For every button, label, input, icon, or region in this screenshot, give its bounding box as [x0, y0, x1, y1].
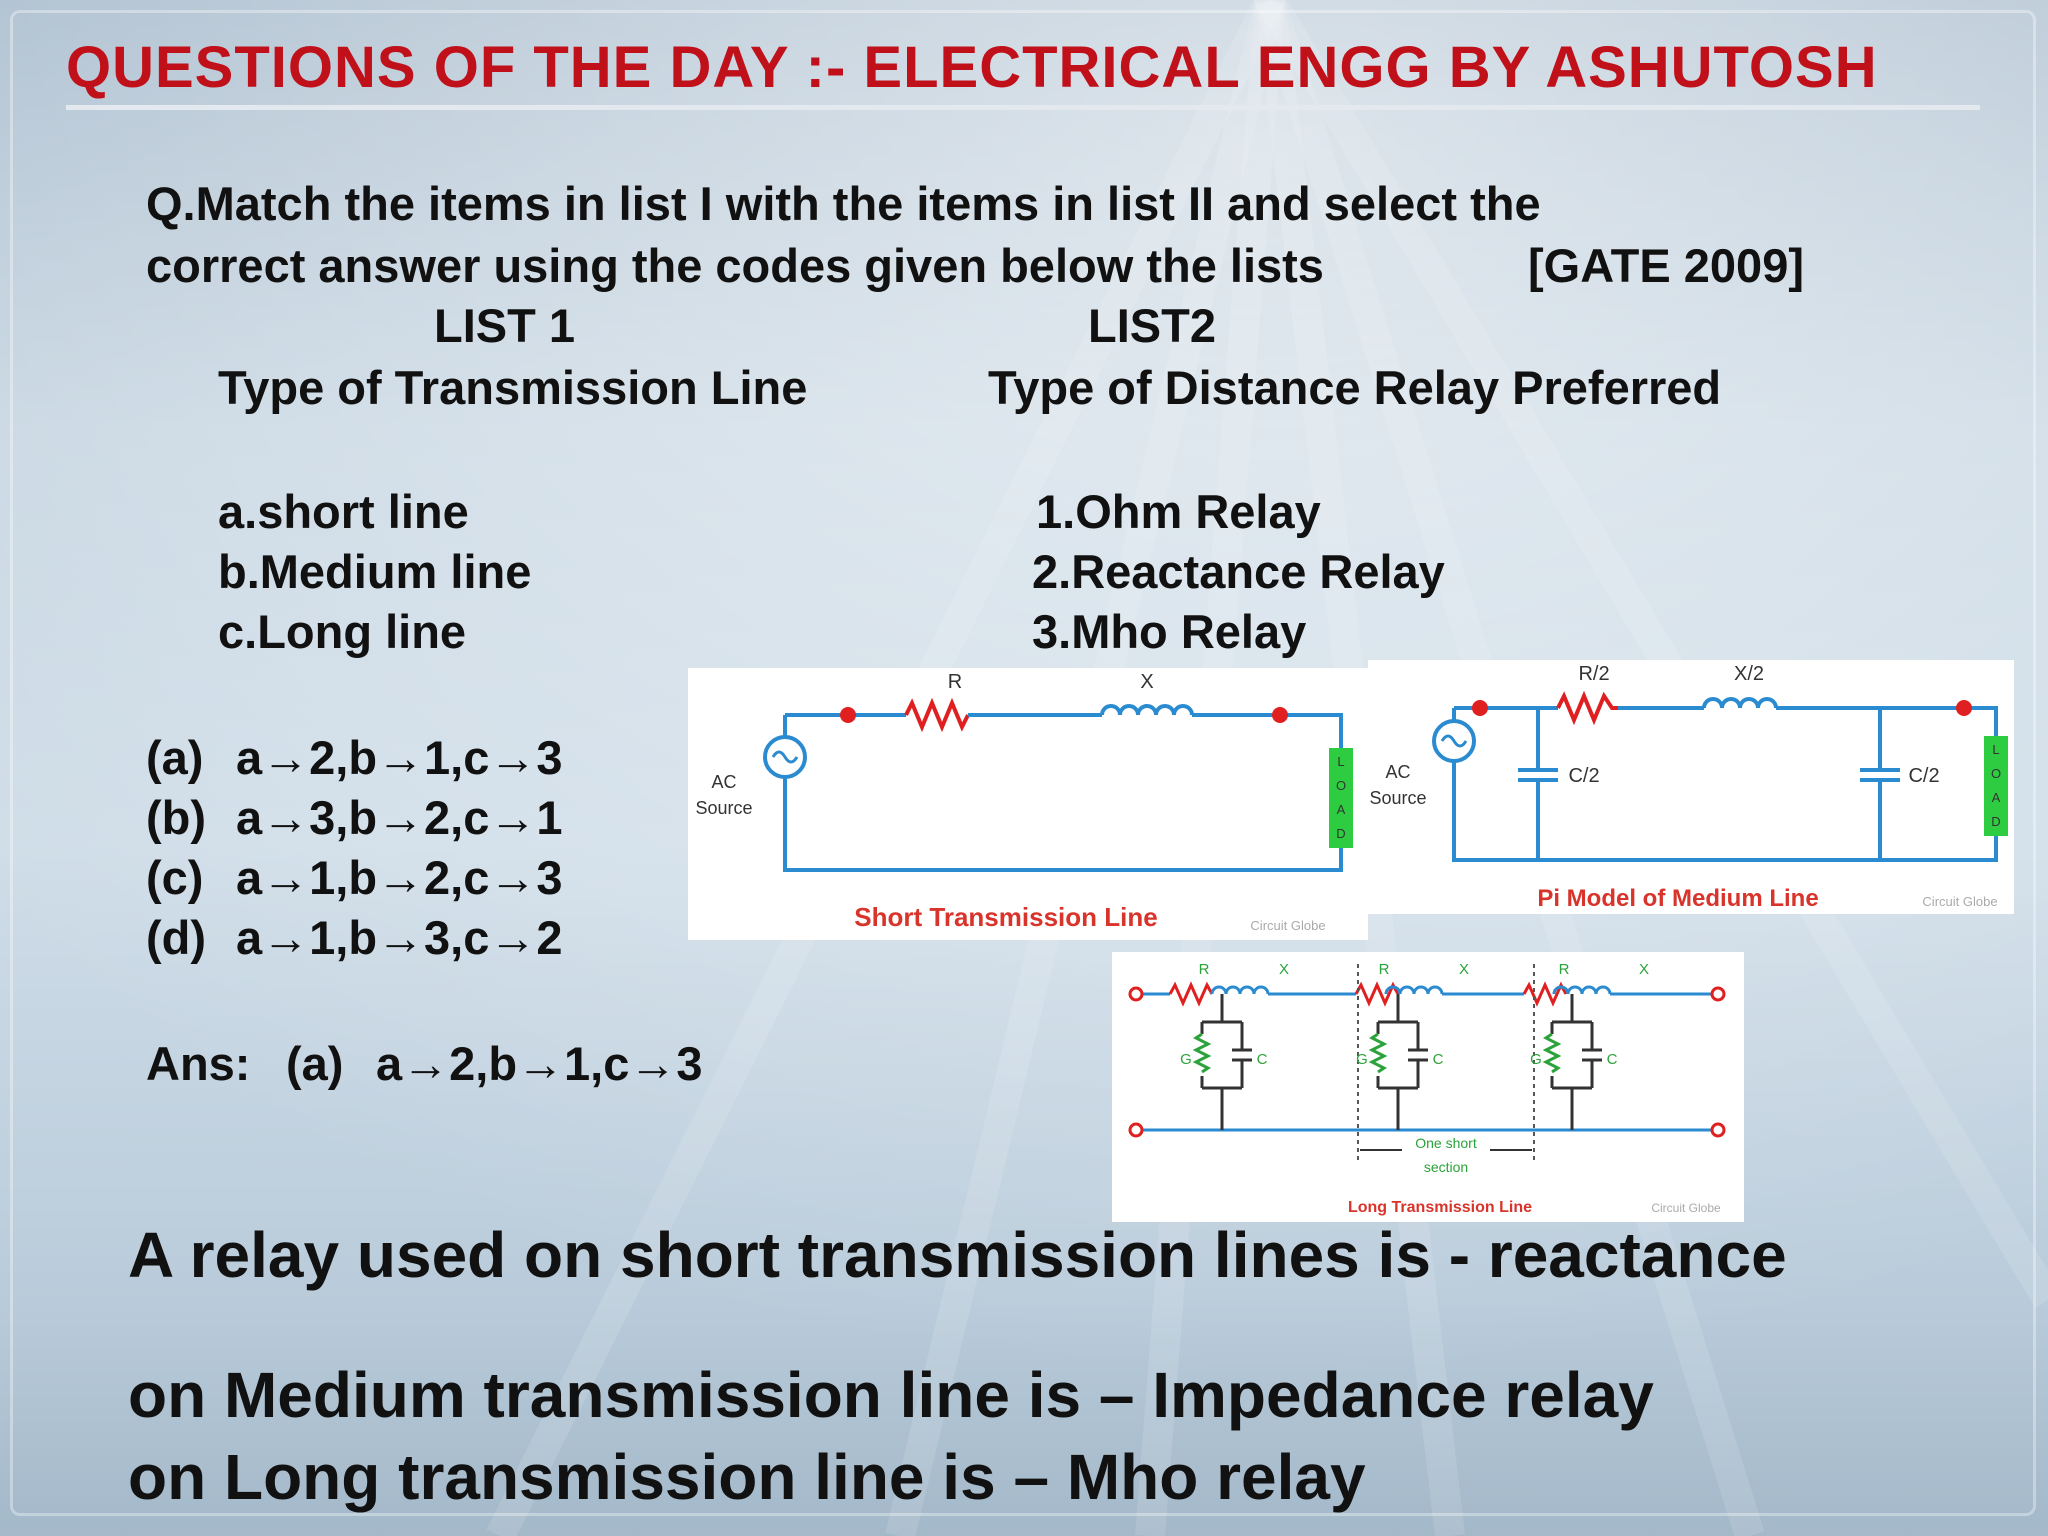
explanation-line: on Medium transmission line is – Impedan… — [128, 1359, 1654, 1431]
short-line-diagram: L O A D R X AC Source Short Transmission… — [688, 668, 1368, 940]
reactance-label: X — [1140, 671, 1153, 693]
resistor-label: R — [1559, 961, 1570, 978]
page-title: QUESTIONS OF THE DAY :- ELECTRICAL ENGG … — [66, 34, 1980, 110]
option-label: (b) — [146, 791, 207, 844]
resistor-label: R — [1199, 961, 1210, 978]
source-label: Source — [695, 798, 752, 818]
list1-heading: LIST 1 — [434, 299, 576, 352]
question-line-2: correct answer using the codes given bel… — [146, 239, 1324, 292]
option-text: a→3,b→2,c→1 — [236, 791, 563, 844]
svg-text:A: A — [1992, 790, 2001, 805]
list1-item: c.Long line — [218, 605, 467, 658]
question-line-1: Q.Match the items in list I with the ite… — [146, 177, 1541, 230]
conductance-label: G — [1180, 1051, 1192, 1068]
resistor-label: R — [948, 671, 962, 693]
answer-prefix: Ans: — [146, 1037, 251, 1090]
answer-label: (a) — [286, 1037, 344, 1090]
source-label: AC — [711, 772, 736, 792]
section-label: One short — [1415, 1135, 1477, 1151]
reactance-label: X/2 — [1734, 663, 1764, 685]
capacitor-label: C/2 — [1908, 765, 1939, 787]
svg-text:O: O — [1336, 778, 1346, 793]
answer-text: a→2,b→1,c→3 — [376, 1037, 703, 1090]
capacitance-label: C — [1257, 1051, 1268, 1068]
option-text: a→2,b→1,c→3 — [236, 731, 563, 784]
slide-frame — [10, 10, 2036, 1516]
diagram-credit: Circuit Globe — [1250, 918, 1325, 933]
capacitor-label: C/2 — [1568, 765, 1599, 787]
list1-subheading: Type of Transmission Line — [218, 361, 808, 414]
question-source: [GATE 2009] — [1528, 239, 1804, 292]
svg-text:L: L — [1337, 754, 1344, 769]
long-line-diagram: R X R X R X G C G C G C One short sectio… — [1112, 952, 1744, 1222]
svg-text:O: O — [1991, 766, 2001, 781]
option-text: a→1,b→2,c→3 — [236, 851, 563, 904]
svg-text:D: D — [1336, 826, 1345, 841]
conductance-label: G — [1530, 1051, 1542, 1068]
resistor-label: R — [1379, 961, 1390, 978]
source-label: AC — [1385, 762, 1410, 782]
medium-line-diagram: L O A D R/2 X/2 C/2 C/2 AC Source Pi Mod… — [1368, 660, 2014, 914]
diagram-caption: Long Transmission Line — [1348, 1199, 1532, 1216]
list1-item: b.Medium line — [218, 545, 532, 598]
section-label: section — [1424, 1159, 1468, 1175]
option-label: (c) — [146, 851, 204, 904]
list1-item: a.short line — [218, 485, 469, 538]
diagram-credit: Circuit Globe — [1922, 894, 1997, 909]
svg-text:A: A — [1337, 802, 1346, 817]
option-label: (d) — [146, 911, 207, 964]
source-label: Source — [1369, 788, 1426, 808]
reactance-label: X — [1639, 961, 1649, 978]
conductance-label: G — [1356, 1051, 1368, 1068]
capacitance-label: C — [1433, 1051, 1444, 1068]
capacitance-label: C — [1607, 1051, 1618, 1068]
resistor-label: R/2 — [1578, 663, 1609, 685]
reactance-label: X — [1459, 961, 1469, 978]
option-label: (a) — [146, 731, 204, 784]
diagram-caption: Short Transmission Line — [854, 902, 1157, 932]
list2-subheading: Type of Distance Relay Preferred — [988, 361, 1722, 414]
diagram-caption: Pi Model of Medium Line — [1537, 885, 1818, 912]
svg-text:D: D — [1991, 814, 2000, 829]
list2-item: 3.Mho Relay — [1032, 605, 1307, 658]
option-text: a→1,b→3,c→2 — [236, 911, 563, 964]
list2-item: 1.Ohm Relay — [1036, 485, 1321, 538]
list2-item: 2.Reactance Relay — [1032, 545, 1445, 598]
diagram-credit: Circuit Globe — [1651, 1201, 1721, 1215]
explanation-line: on Long transmission line is – Mho relay — [128, 1441, 1366, 1513]
list2-heading: LIST2 — [1088, 299, 1216, 352]
explanation-line: A relay used on short transmission lines… — [128, 1219, 1787, 1291]
svg-text:L: L — [1992, 742, 1999, 757]
reactance-label: X — [1279, 961, 1289, 978]
